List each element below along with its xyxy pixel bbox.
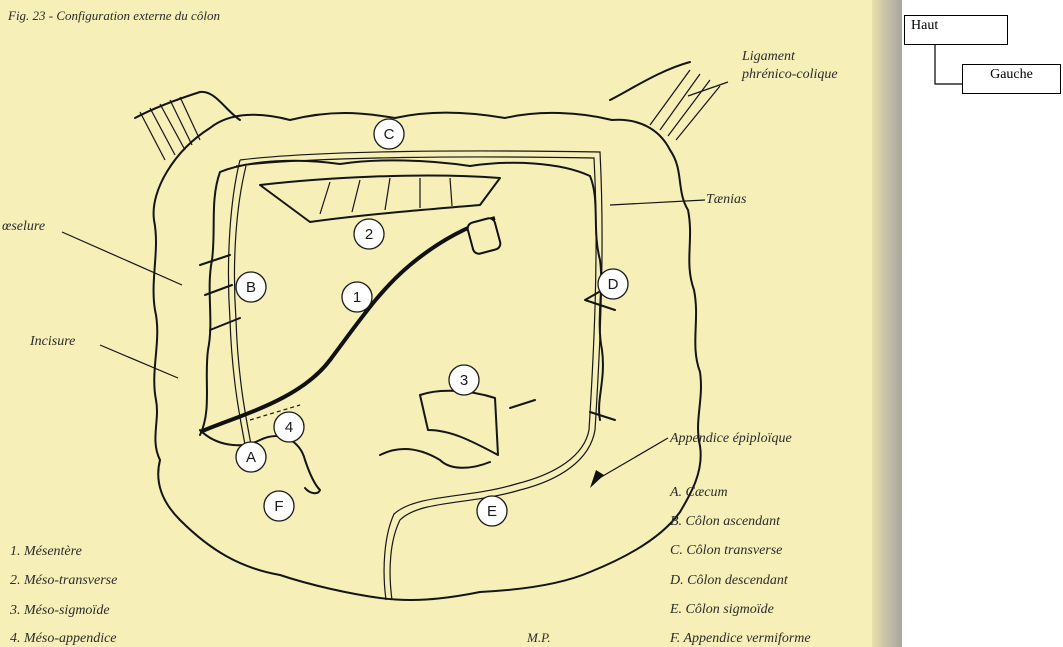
svg-text:3: 3: [460, 372, 468, 389]
small-bowel-stump: [466, 217, 501, 255]
svg-text:1: 1: [353, 289, 361, 306]
left-ligament-strands: [135, 92, 240, 160]
svg-text:C: C: [384, 126, 395, 143]
legend-right-item: E. Côlon sigmoïde: [669, 602, 774, 617]
orientation-top-label: Haut: [911, 18, 938, 33]
orientation-connector: [935, 44, 962, 84]
legend-left: 1. Mésentère 2. Méso-transverse 3. Méso-…: [9, 544, 117, 646]
legend-right-item: B. Côlon ascendant: [670, 514, 781, 529]
taenias-label: Tænias: [706, 192, 747, 207]
marker-1: 1: [342, 282, 372, 312]
svg-text:D: D: [608, 276, 619, 293]
marker-B: B: [236, 272, 266, 302]
legend-right-item: C. Côlon transverse: [670, 543, 782, 558]
bosselure-label: œselure: [2, 219, 45, 234]
leader-ligament: [688, 82, 728, 96]
taenia-band: [228, 151, 602, 600]
appendice-epiploique-label: Appendice épiploïque: [669, 431, 792, 446]
right-ligament-strands: [610, 62, 720, 140]
colon-outer-contour: [154, 113, 701, 600]
svg-text:E: E: [487, 503, 497, 520]
orientation-left-box: Gauche: [962, 64, 1061, 94]
leader-appendice-epiploique: [596, 438, 668, 480]
marker-4: 4: [274, 412, 304, 442]
legend-left-item: 1. Mésentère: [10, 544, 82, 559]
incisure-label: Incisure: [29, 334, 75, 349]
svg-text:B: B: [246, 279, 256, 296]
marker-F: F: [264, 491, 294, 521]
sigmoid-region: [380, 391, 498, 468]
marker-2: 2: [354, 219, 384, 249]
legend-left-item: 2. Méso-transverse: [10, 573, 117, 588]
marker-3: 3: [449, 365, 479, 395]
svg-text:4: 4: [285, 419, 293, 436]
legend-right-item: D. Côlon descendant: [669, 573, 789, 588]
leader-incisure: [100, 345, 178, 378]
legend-right: A. Cæcum B. Côlon ascendant C. Côlon tra…: [669, 485, 811, 646]
mesentery-root: [200, 218, 495, 432]
legend-left-item: 3. Méso-sigmoïde: [9, 603, 110, 618]
ligament-label-line1: Ligament: [741, 49, 796, 64]
orientation-top-box: Haut: [904, 15, 1008, 45]
figure-title: Fig. 23 - Configuration externe du côlon: [7, 8, 220, 23]
svg-text:A: A: [246, 449, 256, 466]
svg-text:F: F: [274, 498, 283, 515]
ligament-label-line2: phrénico-colique: [741, 67, 838, 82]
leader-bosselure: [62, 232, 182, 285]
marker-C: C: [374, 119, 404, 149]
svg-text:2: 2: [365, 226, 373, 243]
legend-right-item: A. Cæcum: [669, 485, 728, 500]
transverse-mesocolon: [260, 176, 500, 222]
author-initials: M.P.: [526, 630, 551, 645]
orientation-left-label: Gauche: [990, 67, 1033, 82]
legend-right-item: F. Appendice vermiforme: [669, 631, 811, 646]
marker-A: A: [236, 442, 266, 472]
legend-left-item: 4. Méso-appendice: [10, 631, 117, 646]
marker-E: E: [477, 496, 507, 526]
marker-D: D: [598, 269, 628, 299]
leader-taenias: [610, 200, 705, 205]
